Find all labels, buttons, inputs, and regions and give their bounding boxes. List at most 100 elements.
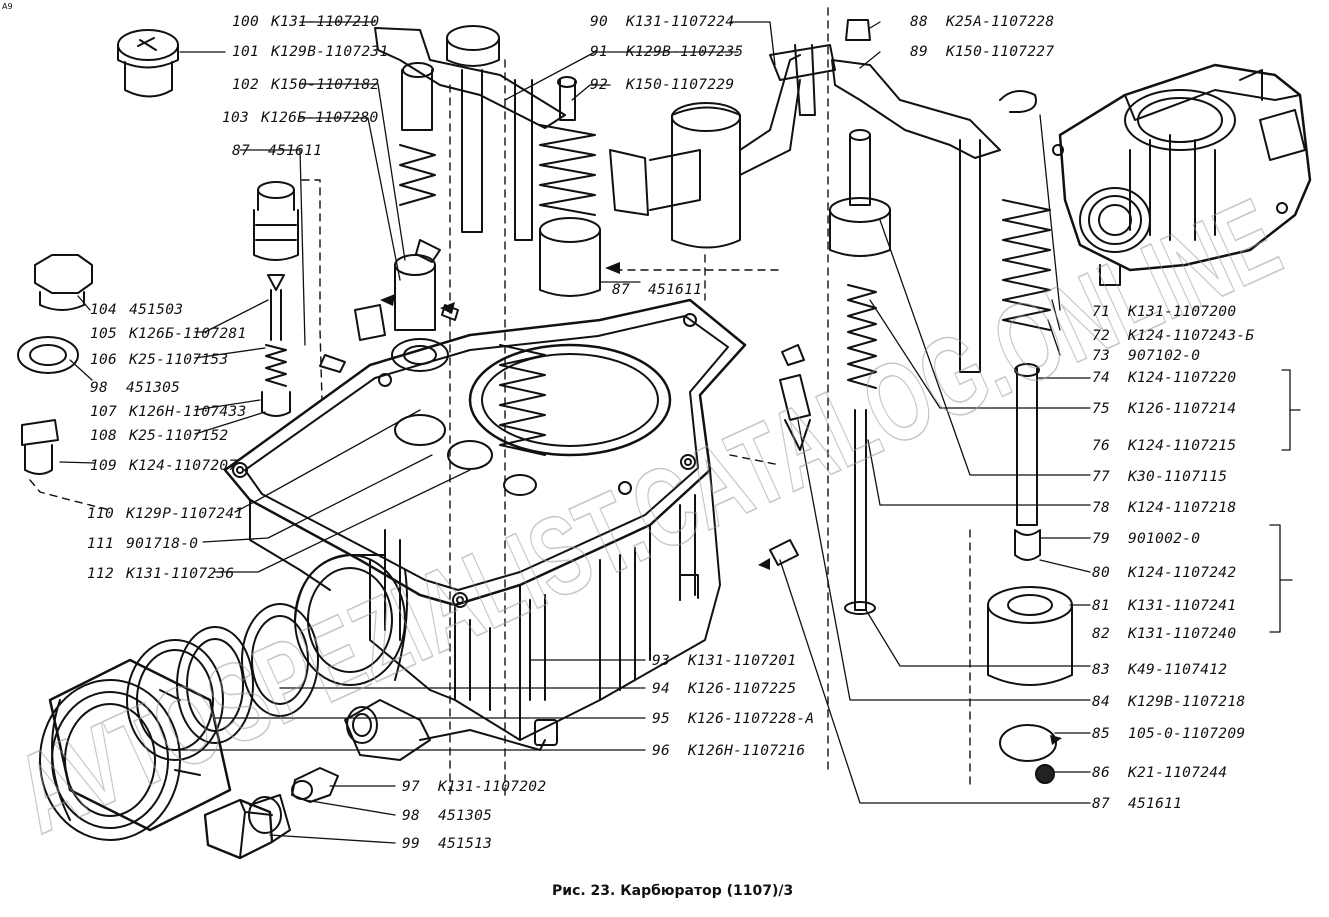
- part-code: К124-1107242: [1128, 565, 1237, 581]
- callout-number: 79: [1092, 531, 1111, 547]
- callout-number: 108: [90, 428, 118, 444]
- part-code: К129В-1107218: [1128, 694, 1246, 710]
- part-code: К126-1107228-А: [688, 711, 815, 727]
- part-code: К126Н-1107216: [688, 743, 806, 759]
- part-code: 451611: [648, 282, 703, 298]
- part-code: К131-1107241: [1128, 598, 1237, 614]
- part-code: К124-1107218: [1128, 500, 1237, 516]
- callout-number: 98: [402, 808, 421, 824]
- part-code: К49-1107412: [1128, 662, 1228, 678]
- part-code: 907102-0: [1128, 348, 1201, 364]
- callout-number: 87: [612, 282, 631, 298]
- callout-number: 105: [90, 326, 118, 342]
- part-callout: 100 К131-1107210: [232, 14, 379, 30]
- callout-number: 74: [1092, 370, 1111, 386]
- part-code: К21-1107244: [1128, 765, 1228, 781]
- part-code: К124-1107220: [1128, 370, 1237, 386]
- callout-number: 96: [652, 743, 671, 759]
- callout-number: 103: [222, 110, 250, 126]
- part-callout: 108 К25-1107152: [90, 428, 228, 444]
- part-code: К126-1107214: [1128, 401, 1237, 417]
- part-code: 451611: [1128, 796, 1183, 812]
- part-callout: 90 К131-1107224: [590, 14, 734, 30]
- callout-number: 77: [1092, 469, 1111, 485]
- part-code: 901718-0: [126, 536, 199, 552]
- callout-number: 106: [90, 352, 118, 368]
- part-callout: 96 К126Н-1107216: [652, 743, 805, 759]
- part-code: 451305: [126, 380, 181, 396]
- part-callout: 83 К49-1107412: [1092, 662, 1227, 678]
- part-callout: 95 К126-1107228-А: [652, 711, 814, 727]
- part-code: К131-1107224: [626, 14, 735, 30]
- callout-number: 84: [1092, 694, 1111, 710]
- part-callout: 85 105-0-1107209: [1092, 726, 1245, 742]
- part-callout: 98 451305: [90, 380, 180, 396]
- callout-number: 92: [590, 77, 609, 93]
- callout-number: 95: [652, 711, 671, 727]
- bottom-fittings: [203, 767, 339, 860]
- callout-number: 82: [1092, 626, 1111, 642]
- callout-number: 87: [1092, 796, 1111, 812]
- part-code: К30-1107115: [1128, 469, 1228, 485]
- part-callout: 88 К25А-1107228: [910, 14, 1054, 30]
- part-code: К131-1107202: [438, 779, 547, 795]
- part-code: К150-1107227: [946, 44, 1055, 60]
- part-code: 105-0-1107209: [1128, 726, 1246, 742]
- callout-number: 76: [1092, 438, 1111, 454]
- callout-number: 90: [590, 14, 609, 30]
- part-callout: 102 К150-1107182: [232, 77, 379, 93]
- part-code: 451513: [438, 836, 493, 852]
- callout-number: 88: [910, 14, 929, 30]
- callout-number: 85: [1092, 726, 1111, 742]
- part-code: К129В-1107235: [626, 44, 744, 60]
- callout-number: 98: [90, 380, 109, 396]
- link-arm-assembly: [609, 44, 836, 249]
- part-callout: 87 451611: [232, 143, 322, 159]
- callout-number: 93: [652, 653, 671, 669]
- part-code: К131-1107200: [1128, 304, 1237, 320]
- part-callout: 106 К25-1107153: [90, 352, 228, 368]
- callout-number: 91: [590, 44, 609, 60]
- part-code: К126-1107225: [688, 681, 797, 697]
- callout-number: 110: [87, 506, 115, 522]
- part-code: К131-1107210: [271, 14, 380, 30]
- part-code: 451611: [268, 143, 323, 159]
- part-code: К150-1107229: [626, 77, 735, 93]
- callout-number: 87: [232, 143, 251, 159]
- callout-number: 89: [910, 44, 929, 60]
- callout-number: 102: [232, 77, 260, 93]
- callout-number: 107: [90, 404, 118, 420]
- part-code: К25А-1107228: [946, 14, 1055, 30]
- callout-number: 101: [232, 44, 260, 60]
- part-code: К25-1107153: [129, 352, 229, 368]
- part-code: К25-1107152: [129, 428, 229, 444]
- callout-number: 83: [1092, 662, 1111, 678]
- left-components: [17, 29, 299, 475]
- part-code: К150-1107182: [271, 77, 380, 93]
- callout-number: 100: [232, 14, 260, 30]
- power-valve-assembly: [769, 19, 1073, 784]
- callout-number: 112: [87, 566, 115, 582]
- callout-number: 111: [87, 536, 115, 552]
- figure-caption: Рис. 23. Карбюратор (1107)/3: [552, 883, 794, 899]
